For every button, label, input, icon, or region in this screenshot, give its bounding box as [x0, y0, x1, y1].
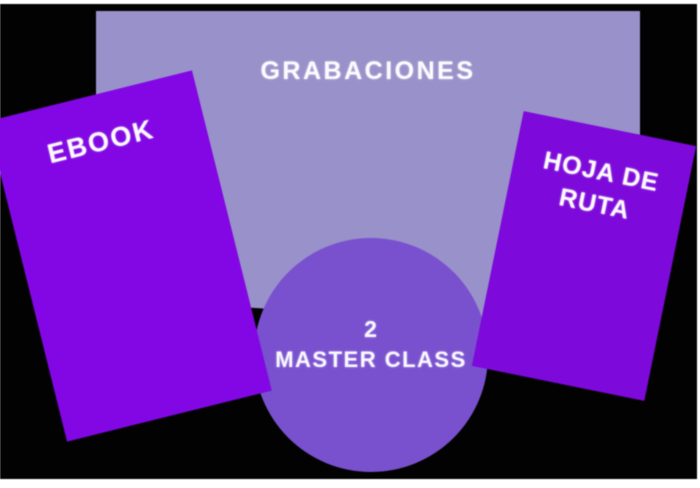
masterclass-count: 2	[364, 316, 378, 343]
masterclass-label: MASTER CLASS	[275, 347, 467, 373]
recordings-label: GRABACIONES	[260, 57, 476, 85]
masterclass-circle: 2 MASTER CLASS	[254, 238, 488, 472]
ebook-label: EBOOK	[44, 113, 158, 170]
